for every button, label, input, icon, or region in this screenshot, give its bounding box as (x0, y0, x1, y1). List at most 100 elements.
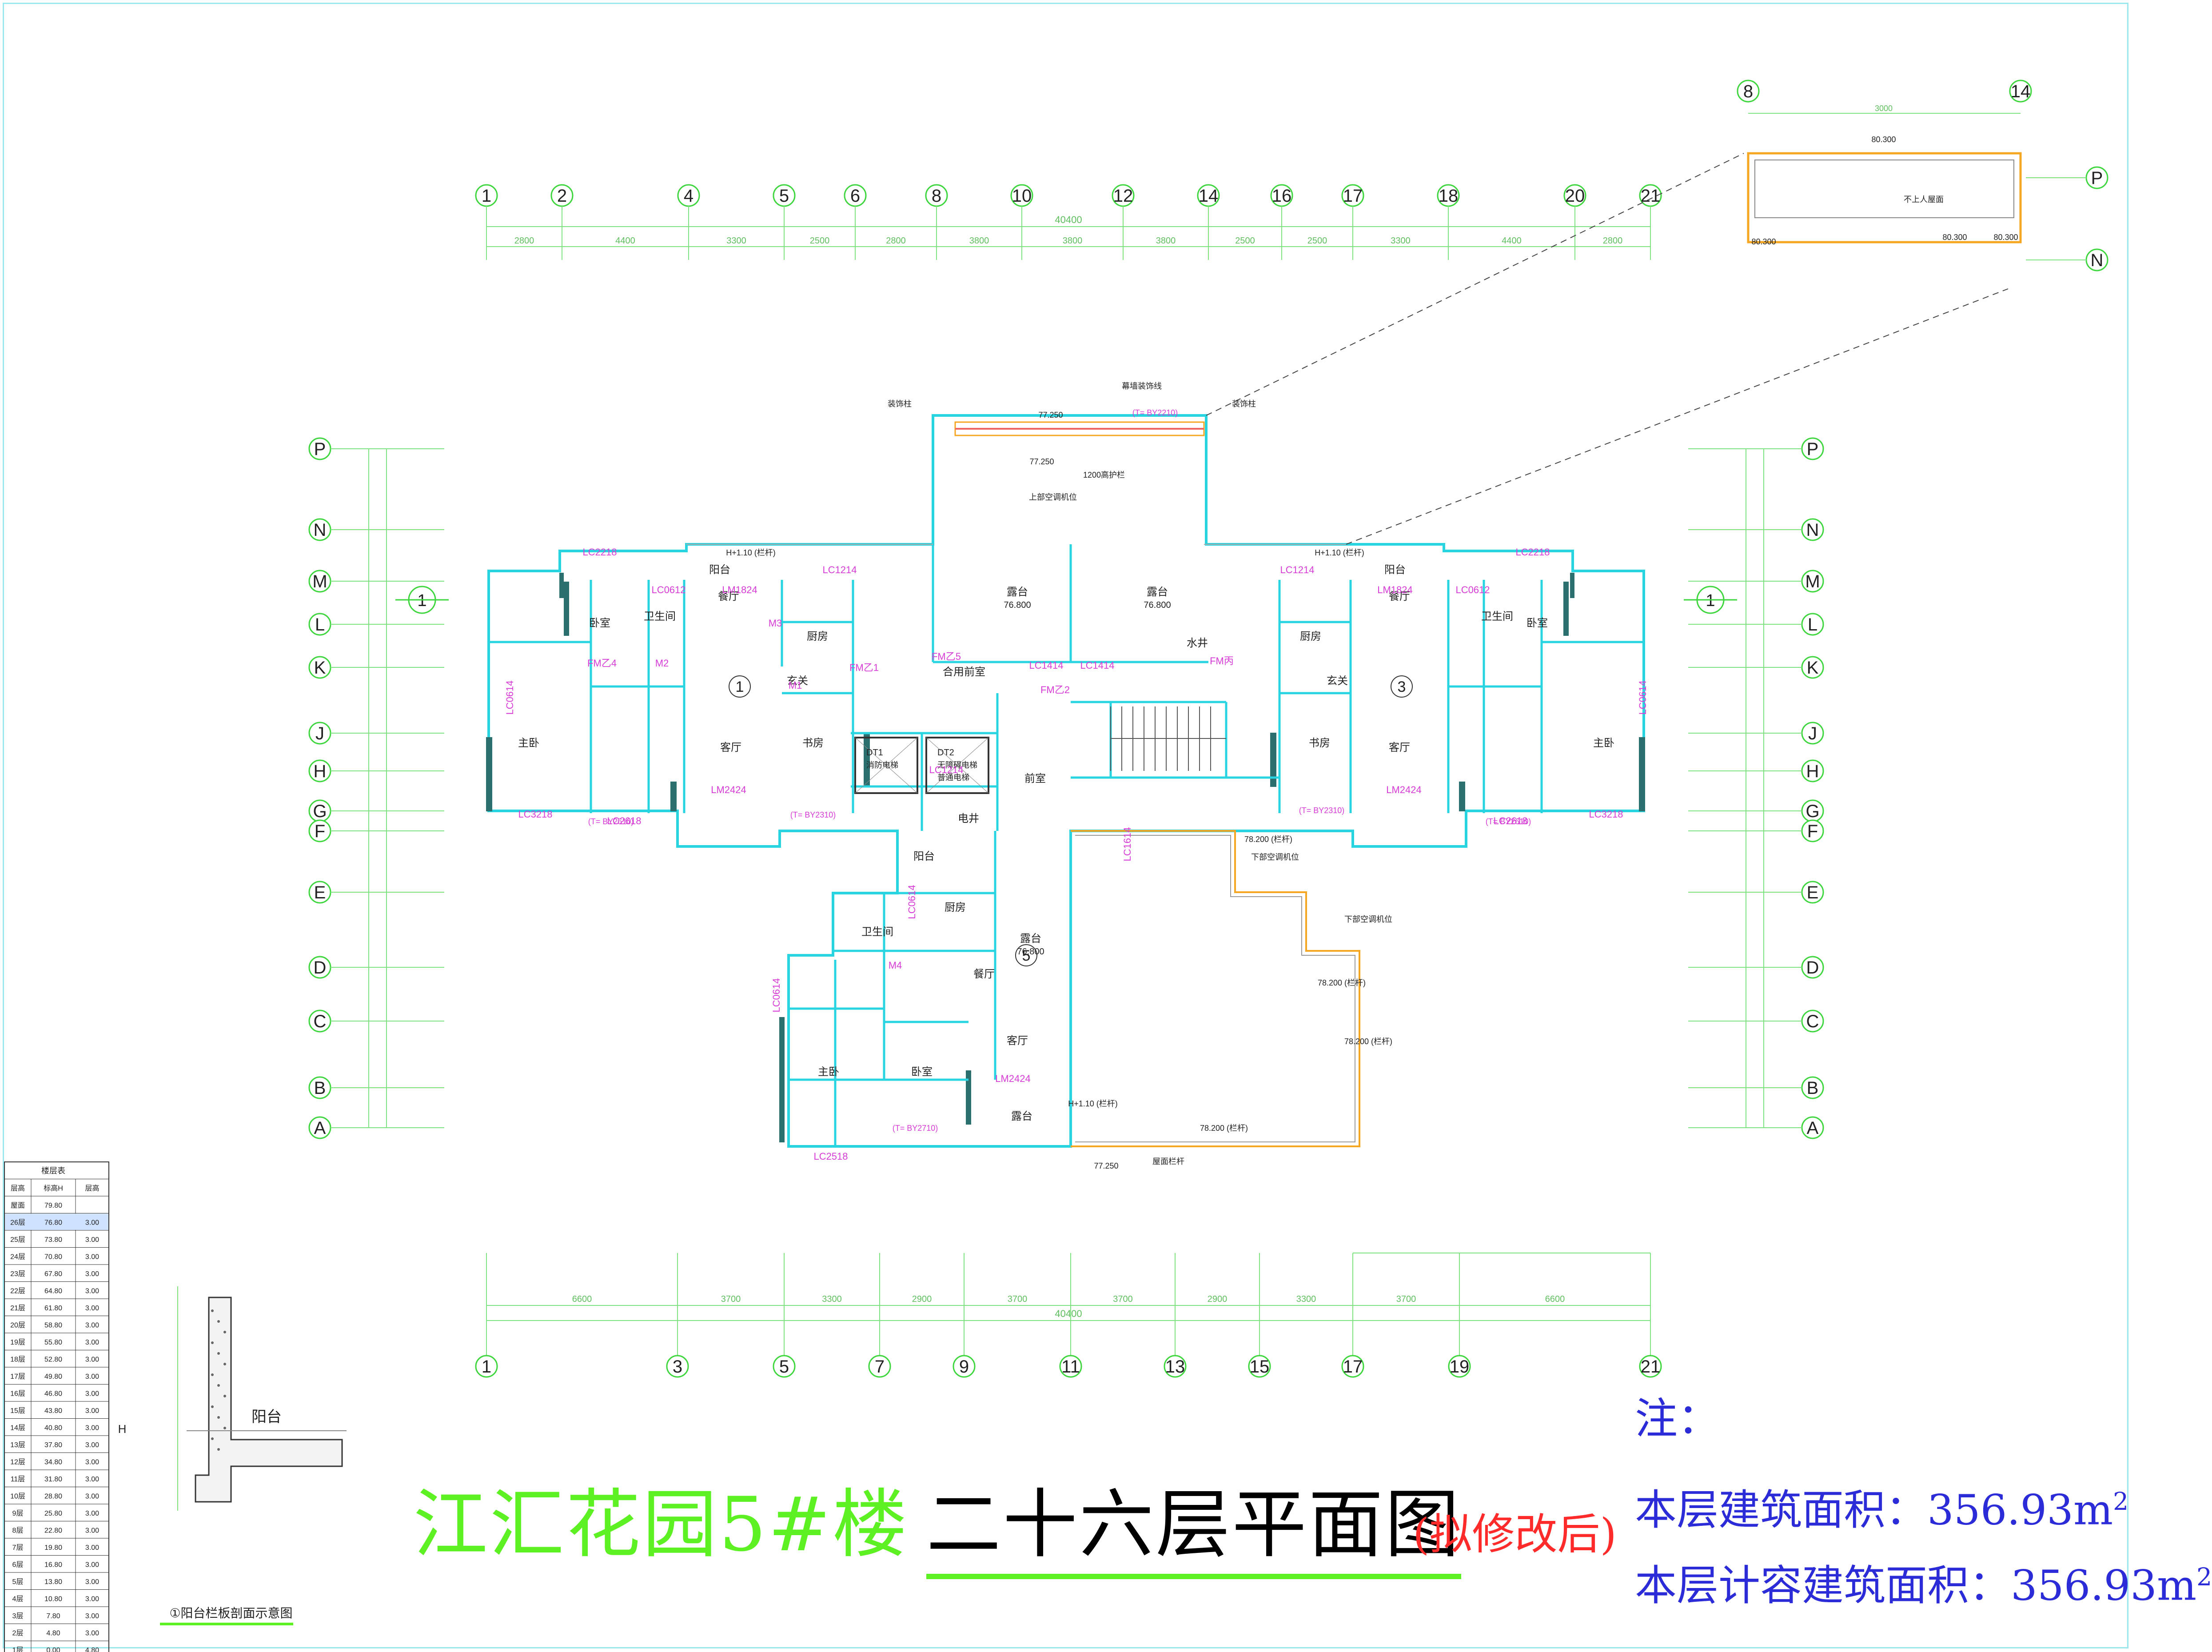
lift-name: 消防电梯 (866, 761, 898, 770)
left-axis-bubble-label: D (314, 958, 327, 978)
top-spacing-dim: 2500 (1307, 236, 1327, 246)
floor-table-border (4, 1161, 109, 1652)
floor-table-cell: 1层 (12, 1647, 24, 1652)
capacity-area-value: 356.93 (2011, 1561, 2157, 1610)
floor-table-cell: 3.00 (85, 1459, 99, 1466)
notes-heading: 注： (1635, 1394, 1720, 1444)
room-label: 前室 (1024, 773, 1046, 785)
right-axis-bubble-label: L (1808, 615, 1817, 634)
window-tag: LC0614 (771, 978, 782, 1012)
annotation-tag: 下部空调机位 (1251, 853, 1299, 862)
sheet-frame (3, 3, 2128, 1648)
building-outline (487, 414, 1645, 1148)
bottom-axis-bubble (773, 1355, 796, 1378)
annotation-tag: 77.250 (1038, 411, 1063, 419)
floor-table-cell: 24层 (10, 1253, 25, 1261)
parapet-section-dot (223, 1363, 226, 1365)
parapet-section-dot (223, 1331, 226, 1333)
door-tag: M1 (789, 680, 802, 691)
exterior-wall-segment (1270, 733, 1276, 787)
exterior-wall-segment (564, 582, 569, 636)
exterior-wall-segment (779, 1017, 785, 1142)
floor-table-cell: 4.80 (85, 1647, 99, 1652)
capacity-area-line: 本层计容建筑面积：356.93m2 (1635, 1544, 2212, 1619)
right-axis-bubble-label: D (1806, 958, 1819, 978)
annotation-tag: (T= BY2710) (893, 1124, 938, 1133)
floor-table-cell: 3.00 (85, 1288, 99, 1295)
window-tag: LC3218 (518, 809, 552, 820)
room-label: 书房 (1309, 737, 1330, 749)
inset-row-label: P (2091, 168, 2103, 188)
capacity-area-unit-sup: 2 (2196, 1563, 2212, 1592)
floor-table-cell: 3.00 (85, 1407, 99, 1415)
exterior-wall-segment (1570, 573, 1574, 598)
bottom-spacing-dim: 2900 (912, 1294, 932, 1304)
inset-leader (1206, 153, 1744, 416)
floor-table-cell: 10层 (10, 1493, 25, 1500)
top-spacing-dim: 4400 (615, 236, 635, 246)
bottom-axis-bubble (868, 1355, 891, 1378)
floor-table-cell: 4.80 (46, 1630, 60, 1637)
top-spacing-dim: 2800 (886, 236, 906, 246)
room-label: 玄关 (787, 675, 808, 687)
top-axis-bubble-label: 17 (1343, 186, 1363, 206)
floor-table-cell: 屋面 (11, 1202, 25, 1209)
bottom-spacing-dim: 3700 (1396, 1294, 1416, 1304)
top-axis-bubble-label: 6 (850, 186, 860, 206)
window-tag: LC1214 (1280, 564, 1314, 575)
floor-table-header: 层高 (85, 1185, 99, 1193)
room-label: 卫生间 (861, 926, 893, 938)
unit-number: 3 (1398, 678, 1406, 695)
bottom-spacing-dim: 3700 (1113, 1294, 1133, 1304)
inset-elev: 80.300 (1993, 233, 2018, 242)
bottom-axis-bubble (1248, 1355, 1271, 1378)
room-label: 露台 (1147, 586, 1168, 598)
floor-table-cell: 7层 (12, 1544, 24, 1552)
floor-table-cell: 3.00 (85, 1510, 99, 1517)
floor-table-cell: 43.80 (44, 1407, 62, 1415)
exterior-wall-segment (966, 1070, 971, 1125)
room-label: 主卧 (518, 737, 539, 749)
room-elevation: 76.800 (1004, 600, 1031, 610)
bottom-axis-bubble-label: 5 (779, 1357, 789, 1377)
room-label: 书房 (802, 737, 824, 749)
parapet-section-dot (223, 1395, 226, 1397)
floor-area-unit-sup: 2 (2113, 1487, 2129, 1516)
left-axis-bubble-label: F (315, 822, 325, 841)
window-tag: LM2424 (995, 1073, 1031, 1084)
room-label: 餐厅 (1389, 591, 1410, 603)
parapet-section-dot (217, 1352, 220, 1355)
floor-table-cell: 4层 (12, 1596, 24, 1603)
unit-number-circle (1391, 675, 1413, 698)
top-spacing-dim: 2500 (1235, 236, 1255, 246)
floor-table-cell: 3.00 (85, 1578, 99, 1586)
floor-table-cell: 31.80 (44, 1476, 62, 1483)
window-tag: LM1824 (722, 584, 757, 595)
floor-table-cell: 3.00 (85, 1322, 99, 1329)
room-label: 电井 (958, 813, 979, 825)
floor-area-value: 356.93 (1927, 1486, 2073, 1535)
detail-bubble-label: 1 (417, 591, 426, 610)
floor-table-cell: 0.00 (46, 1647, 60, 1652)
floor-table-cell: 26层 (10, 1219, 25, 1227)
floor-table-cell: 3.00 (85, 1356, 99, 1364)
bottom-axis-bubble-label: 19 (1450, 1357, 1470, 1377)
bottom-axis-bubble-label: 21 (1641, 1357, 1661, 1377)
top-spacing-dim: 4400 (1502, 236, 1522, 246)
annotation-tag: H+1.10 (栏杆) (1315, 548, 1364, 557)
lift-name: 无障碍电梯 (937, 761, 977, 770)
right-axis-bubble-label: N (1806, 520, 1819, 540)
left-axis-bubble-label: K (314, 658, 326, 678)
top-spacing-dim: 2800 (1603, 236, 1623, 246)
right-axis-bubble-label: F (1807, 822, 1818, 841)
bottom-spacing-dim: 3300 (822, 1294, 842, 1304)
top-axis-bubble-label: 4 (684, 186, 693, 206)
left-axis-bubble-label: N (314, 520, 327, 540)
bottom-axis-bubble-label: 11 (1061, 1357, 1080, 1377)
room-label: 露台 (1007, 586, 1028, 598)
floor-table-cell: 19.80 (44, 1544, 62, 1552)
door-tag: M3 (769, 618, 782, 629)
room-label: 厨房 (807, 630, 828, 642)
floor-table-cell: 46.80 (44, 1390, 62, 1398)
